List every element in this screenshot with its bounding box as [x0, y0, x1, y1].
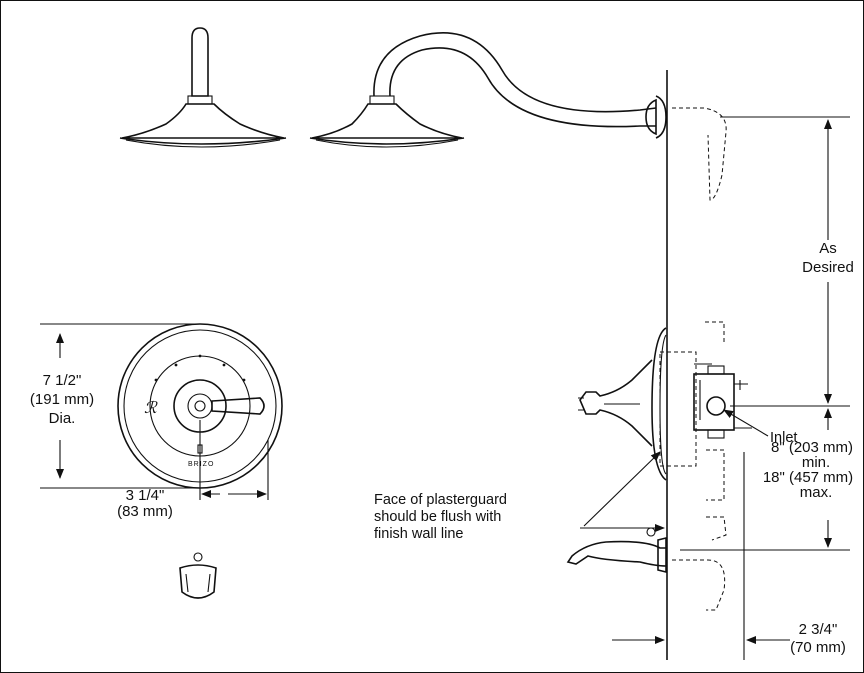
dim-depth-in: 2 3/4"	[799, 621, 838, 638]
dim-valve-max: max.	[800, 484, 833, 501]
dim-plate-height-note: Dia.	[49, 410, 76, 427]
showerhead-gooseneck-arm	[309, 32, 667, 148]
dim-as-desired-2: Desired	[802, 259, 854, 276]
dimension-plate-offset: 3 1/4" (83 mm)	[117, 420, 269, 520]
showerhead-vertical-arm	[119, 27, 287, 148]
dimension-plate-diameter: 7 1/2" (191 mm) Dia.	[30, 323, 200, 489]
dim-valve-min-in: 8" (203 mm)	[771, 439, 853, 456]
dim-valve-max-in: 18" (457 mm)	[763, 469, 853, 486]
dim-plate-height-mm: (191 mm)	[30, 391, 94, 408]
inlet-label: Inlet	[770, 430, 797, 446]
plasterguard-line-1: Face of plasterguard	[374, 492, 507, 508]
dim-offset-in: 3 1/4"	[126, 487, 165, 504]
dim-plate-height-in: 7 1/2"	[43, 372, 82, 389]
dimension-valve-to-spout: 8" (203 mm) min. 18" (457 mm) max.	[680, 408, 853, 551]
plasterguard-line-2: should be flush with	[374, 509, 501, 525]
plasterguard-callout: Face of plasterguard should be flush wit…	[374, 451, 665, 542]
plasterguard-line-3: finish wall line	[374, 526, 463, 542]
tub-spout	[566, 527, 667, 574]
dim-offset-mm: (83 mm)	[117, 503, 173, 520]
diverter-knob-front-view	[179, 552, 217, 599]
valve-side-view	[578, 327, 752, 481]
dimension-wall-depth: 2 3/4" (70 mm)	[612, 452, 846, 660]
inlet-callout: Inlet	[723, 409, 797, 446]
dim-depth-mm: (70 mm)	[790, 639, 846, 656]
dimension-head-height: As Desired	[720, 116, 854, 407]
brand-text: BRIZO	[188, 461, 214, 468]
dim-as-desired-1: As	[819, 240, 837, 257]
in-wall-hidden-parts	[659, 107, 727, 611]
svg-text:ℛ: ℛ	[144, 400, 158, 417]
dim-valve-min: min.	[802, 454, 830, 471]
